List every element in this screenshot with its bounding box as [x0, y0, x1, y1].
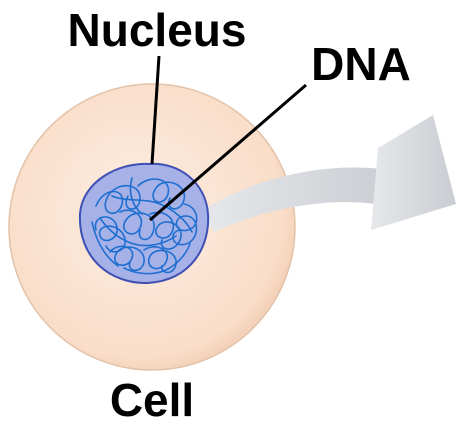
nucleus-label: Nucleus [68, 4, 247, 56]
dna-label: DNA [311, 38, 411, 90]
cell-label: Cell [110, 374, 194, 425]
arrow-head [371, 115, 456, 230]
